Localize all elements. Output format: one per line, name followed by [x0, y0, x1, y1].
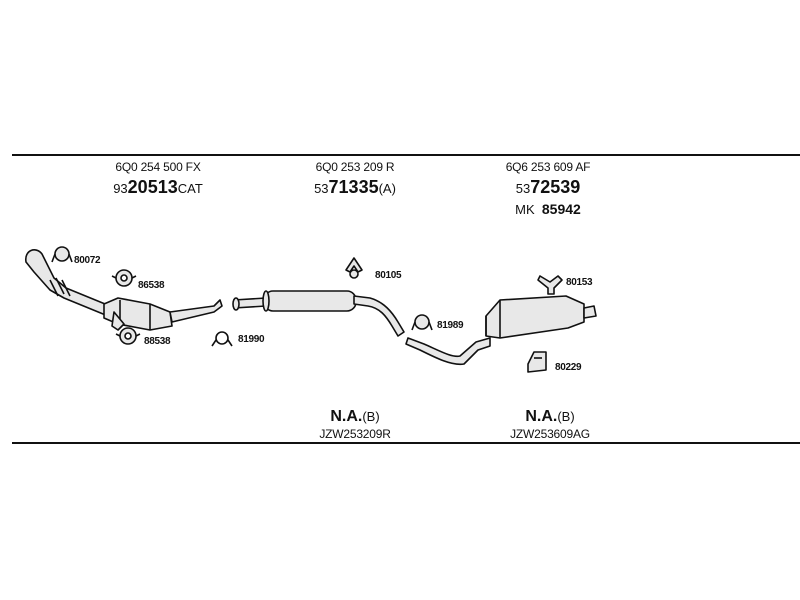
part-number[interactable]: 5371335(A) — [314, 177, 396, 197]
oe-number: 6Q0 253 209 R — [315, 160, 395, 174]
clamp-80072-icon[interactable] — [51, 246, 73, 263]
top-divider — [12, 154, 800, 156]
kit-availability: N.A.(B) — [525, 408, 575, 425]
part-label-81989[interactable]: 81989 — [437, 320, 464, 331]
part-label-80072[interactable]: 80072 — [74, 255, 101, 266]
kit-rear: N.A.(B) JZW253609AG — [450, 408, 650, 441]
oe-number: 6Q0 254 500 FX — [115, 160, 201, 174]
clamp-81990-icon[interactable] — [211, 331, 233, 347]
mount-88538-icon[interactable] — [115, 327, 141, 345]
part-label-80105[interactable]: 80105 — [375, 270, 402, 281]
part-number[interactable]: 9320513CAT — [113, 177, 203, 197]
part-label-81990[interactable]: 81990 — [238, 334, 265, 345]
bottom-divider — [12, 442, 800, 444]
kit-availability: N.A.(B) — [330, 408, 380, 425]
hanger-80153-icon[interactable] — [537, 275, 563, 295]
kit-code[interactable]: JZW253209R — [319, 427, 391, 441]
clamp-81989-icon[interactable] — [411, 314, 433, 331]
kit-code[interactable]: JZW253609AG — [510, 427, 590, 441]
mount-86538-icon[interactable] — [111, 269, 137, 287]
part-label-80229[interactable]: 80229 — [555, 362, 582, 373]
oe-number: 6Q6 253 609 AF — [505, 160, 591, 174]
part-label-86538[interactable]: 86538 — [138, 280, 165, 291]
group-rear-silencer: 6Q6 253 609 AF 5372539 MK 85942 — [448, 160, 648, 217]
mounting-kit-number[interactable]: MK 85942 — [515, 201, 581, 217]
rear-silencer[interactable] — [405, 295, 597, 366]
group-catalytic-converter: 6Q0 254 500 FX 9320513CAT — [58, 160, 258, 198]
front-pipe-catalyst[interactable] — [25, 249, 223, 331]
middle-silencer[interactable] — [232, 290, 405, 337]
hanger-80105-icon[interactable] — [345, 257, 363, 279]
hanger-80229-icon[interactable] — [527, 351, 547, 373]
group-middle-silencer: 6Q0 253 209 R 5371335(A) — [255, 160, 455, 198]
part-number[interactable]: 5372539 — [515, 177, 581, 197]
part-label-80153[interactable]: 80153 — [566, 277, 593, 288]
part-label-88538[interactable]: 88538 — [144, 336, 171, 347]
kit-middle: N.A.(B) JZW253209R — [255, 408, 455, 441]
